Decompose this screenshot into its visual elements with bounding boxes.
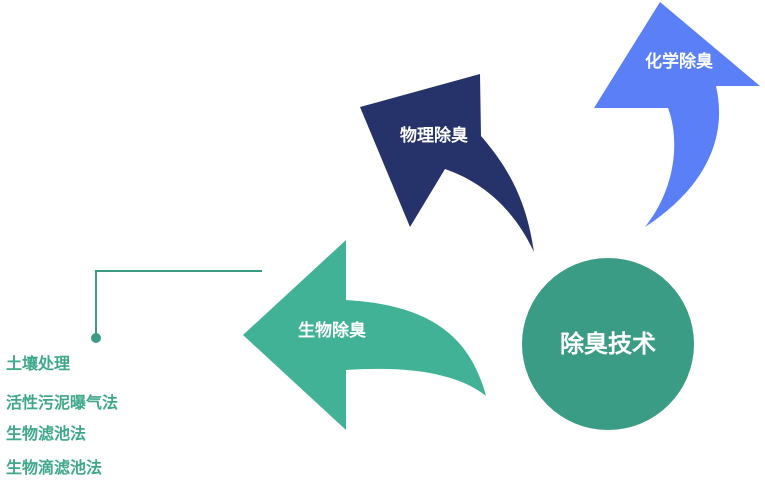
arrow-chemical bbox=[594, 2, 760, 227]
center-title: 除臭技术 bbox=[560, 330, 656, 358]
method-biotrickling-filter: 生物滴滤池法 bbox=[6, 458, 103, 477]
connector-dot bbox=[91, 333, 101, 343]
connector-line bbox=[95, 270, 262, 338]
method-activated-sludge-aeration: 活性污泥曝气法 bbox=[6, 393, 119, 412]
label-biological: 生物除臭 bbox=[298, 320, 366, 341]
label-physical: 物理除臭 bbox=[400, 125, 468, 146]
arrow-biological bbox=[243, 240, 486, 430]
method-soil-treatment: 土壤处理 bbox=[6, 354, 71, 373]
label-chemical: 化学除臭 bbox=[645, 51, 713, 72]
method-biofilter: 生物滤池法 bbox=[6, 424, 87, 443]
arrow-physical bbox=[360, 74, 534, 252]
center-circle bbox=[522, 258, 694, 430]
